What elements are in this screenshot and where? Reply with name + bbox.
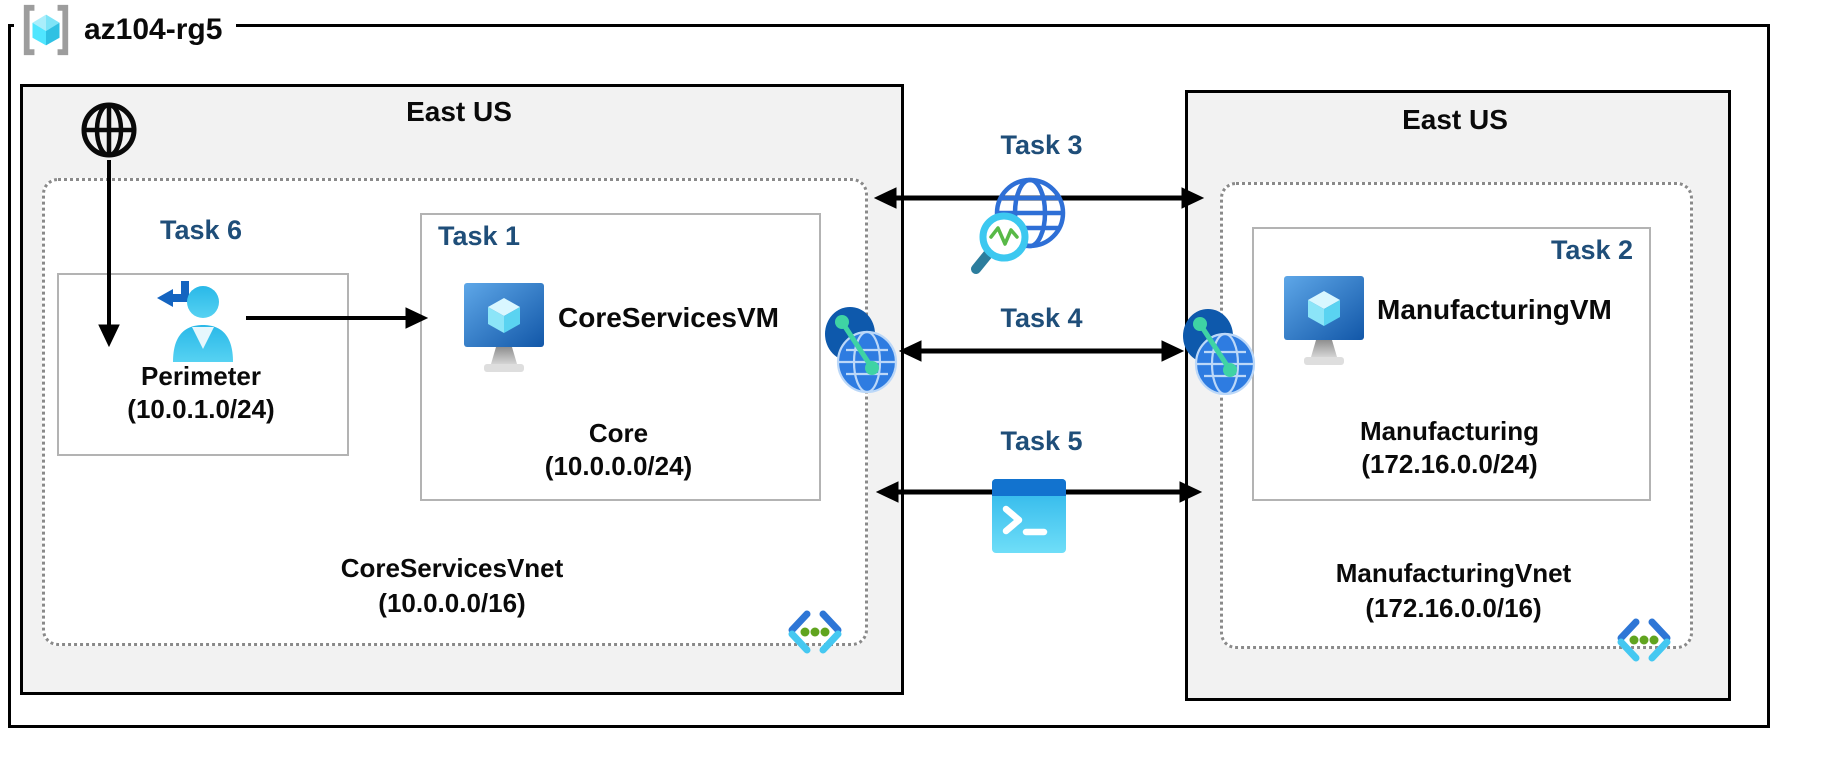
manufacturing-name: Manufacturing — [1359, 416, 1540, 446]
task6-label: Task 6 — [159, 215, 243, 245]
coreservicesvnet-cidr: (10.0.0.0/16) — [378, 588, 526, 618]
resource-group-label: az104-rg5 — [84, 13, 223, 46]
region-title-left: East US — [406, 96, 512, 127]
coreservicesvnet-name: CoreServicesVnet — [340, 553, 564, 583]
resource-group-header: az104-rg5 — [14, 0, 237, 60]
virtual-machine-icon — [1284, 276, 1364, 370]
user-sign-in-icon — [155, 278, 233, 364]
manufacturingvnet-cidr: (172.16.0.0/16) — [1365, 593, 1542, 623]
perimeter-name: Perimeter — [141, 361, 261, 391]
vnet-peering-icon — [825, 305, 899, 393]
coreservicesvm-label: CoreServicesVM — [558, 302, 780, 333]
core-cidr: (10.0.0.0/24) — [544, 451, 693, 481]
manufacturingvnet-label: ManufacturingVnet (172.16.0.0/16) — [1220, 556, 1687, 626]
perimeter-subnet-label: Perimeter (10.0.1.0/24) — [57, 360, 345, 426]
manufacturingvnet-name: ManufacturingVnet — [1335, 558, 1572, 588]
virtual-network-icon — [786, 610, 844, 654]
virtual-machine-icon — [464, 283, 544, 377]
subnet-box-core — [420, 213, 821, 501]
network-watcher-icon — [965, 170, 1071, 278]
task1-label: Task 1 — [438, 221, 521, 251]
task3-label: Task 3 — [1000, 130, 1083, 160]
core-name: Core — [588, 418, 649, 448]
manufacturingvm-label: ManufacturingVM — [1377, 294, 1612, 325]
manufacturing-subnet-label: Manufacturing (172.16.0.0/24) — [1252, 415, 1647, 481]
perimeter-cidr: (10.0.1.0/24) — [127, 394, 275, 424]
task2-label: Task 2 — [1550, 235, 1633, 265]
resource-group-icon — [18, 3, 74, 57]
virtual-network-icon — [1615, 618, 1673, 662]
region-title-right: East US — [1402, 104, 1508, 135]
core-subnet-label: Core (10.0.0.0/24) — [420, 417, 817, 483]
cloud-shell-icon — [992, 479, 1066, 553]
task4-label: Task 4 — [1000, 303, 1083, 333]
coreservicesvnet-label: CoreServicesVnet (10.0.0.0/16) — [42, 551, 862, 621]
manufacturing-cidr: (172.16.0.0/24) — [1361, 449, 1538, 479]
internet-globe-icon — [80, 101, 138, 159]
vnet-peering-icon — [1183, 307, 1257, 395]
task5-label: Task 5 — [1000, 426, 1083, 456]
